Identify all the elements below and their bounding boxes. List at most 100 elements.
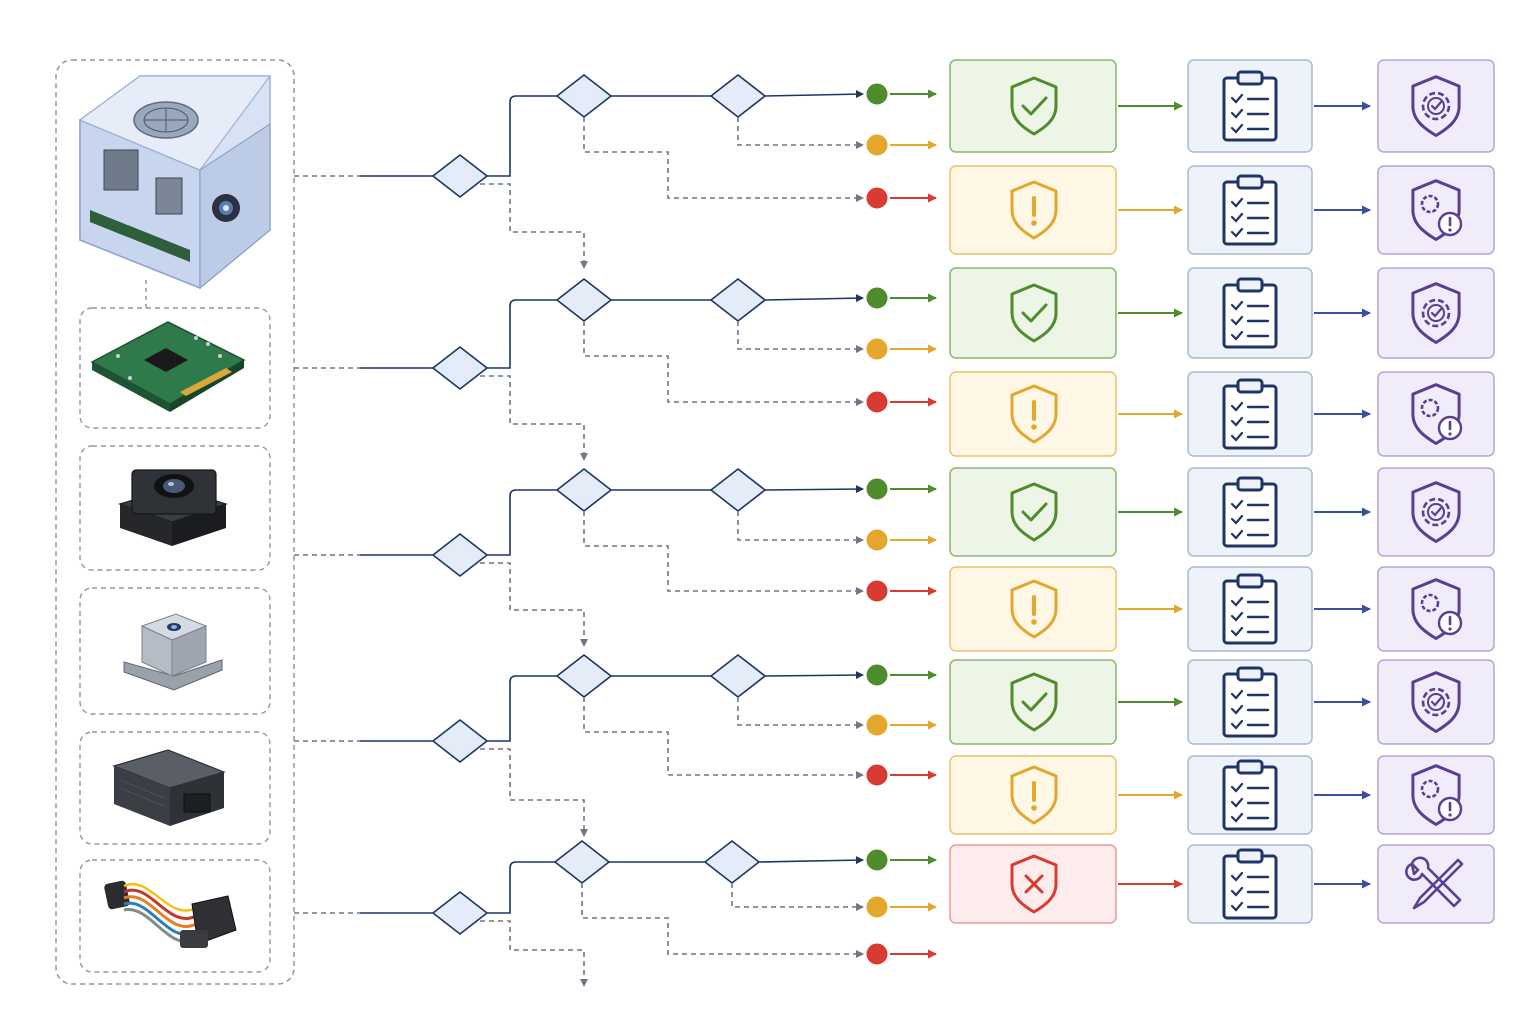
checklist-tick bbox=[1230, 197, 1244, 208]
check-mark bbox=[1021, 692, 1048, 712]
certification-card bbox=[1377, 165, 1495, 255]
gear bbox=[1420, 194, 1440, 214]
clipboard-clip bbox=[1236, 378, 1264, 394]
device-card bbox=[79, 587, 271, 715]
certification-card bbox=[1377, 371, 1495, 457]
shield-outline bbox=[1411, 481, 1461, 543]
shield-gear-check-icon bbox=[1411, 75, 1461, 137]
camera-module-icon bbox=[118, 469, 228, 546]
outcome-card-frame bbox=[949, 59, 1117, 153]
outcome-card-warn bbox=[949, 755, 1117, 835]
report-card bbox=[1187, 59, 1313, 153]
decision-node bbox=[555, 277, 613, 323]
decision-node bbox=[709, 73, 767, 119]
checklist-tick bbox=[1230, 330, 1244, 341]
fallthrough-connector bbox=[480, 748, 588, 837]
clipboard-body bbox=[1222, 76, 1278, 142]
checklist-tick bbox=[1230, 401, 1244, 412]
status-dot-pass bbox=[865, 663, 889, 687]
gear bbox=[1421, 497, 1451, 527]
check-mark bbox=[1430, 506, 1443, 517]
gear bbox=[1420, 779, 1440, 799]
outcome-card-pass bbox=[949, 659, 1117, 745]
checklist-tick bbox=[1230, 416, 1244, 427]
shield-outline bbox=[1010, 765, 1058, 825]
gear bbox=[1420, 398, 1440, 418]
checklist-tick bbox=[1230, 782, 1244, 793]
status-dot-warn bbox=[865, 133, 889, 157]
check-mark bbox=[1021, 303, 1048, 323]
outcome-card-fail bbox=[949, 844, 1117, 924]
shield-outline bbox=[1411, 671, 1461, 733]
outcome-card-frame bbox=[949, 467, 1117, 557]
warn-connector bbox=[737, 697, 864, 729]
check-mark bbox=[1430, 696, 1443, 707]
checklist-tick bbox=[1230, 611, 1244, 622]
status-dot-fail bbox=[865, 942, 889, 966]
clipboard-body bbox=[1222, 579, 1278, 645]
shield-outline bbox=[1010, 283, 1058, 343]
checklist-tick bbox=[1230, 315, 1244, 326]
shield-exclamation-icon bbox=[1010, 180, 1058, 240]
check-mark bbox=[1021, 502, 1048, 522]
clipboard-clip bbox=[1236, 70, 1264, 86]
certification-card bbox=[1377, 659, 1495, 745]
alert-dot bbox=[1448, 432, 1452, 436]
checklist-tick bbox=[1230, 212, 1244, 223]
shield-outline bbox=[1010, 482, 1058, 542]
clipboard-body bbox=[1222, 180, 1278, 246]
clipboard-checklist-icon bbox=[1222, 70, 1278, 142]
alert-dot bbox=[1448, 228, 1452, 232]
x-mark bbox=[1024, 874, 1044, 894]
report-card bbox=[1187, 566, 1313, 652]
shield-exclamation-icon bbox=[1010, 579, 1058, 639]
certification-card bbox=[1377, 59, 1495, 153]
clipboard-clip bbox=[1236, 666, 1264, 682]
shield-check-icon bbox=[1010, 76, 1058, 136]
checklist-tick bbox=[1230, 719, 1244, 730]
status-dot-pass bbox=[865, 286, 889, 310]
status-dot-warn bbox=[865, 337, 889, 361]
clipboard-checklist-icon bbox=[1222, 476, 1278, 548]
exclamation-dot bbox=[1031, 424, 1037, 430]
report-card bbox=[1187, 467, 1313, 557]
clipboard-checklist-icon bbox=[1222, 848, 1278, 920]
decision-node bbox=[555, 73, 613, 119]
fail-connector bbox=[581, 883, 864, 958]
decision-node bbox=[431, 153, 489, 199]
status-dot-warn bbox=[865, 713, 889, 737]
report-card bbox=[1187, 165, 1313, 255]
fallthrough-connector bbox=[480, 562, 588, 647]
clipboard-clip bbox=[1236, 848, 1264, 864]
status-dot-fail bbox=[865, 579, 889, 603]
outcome-card-warn bbox=[949, 566, 1117, 652]
shield-outline bbox=[1411, 282, 1461, 344]
gear-hub bbox=[1427, 304, 1445, 322]
shield-outline bbox=[1010, 672, 1058, 732]
check-mark bbox=[1430, 100, 1443, 111]
warn-connector bbox=[737, 117, 864, 149]
report-card bbox=[1187, 844, 1313, 924]
fallthrough-connector bbox=[480, 375, 588, 461]
clipboard-checklist-icon bbox=[1222, 573, 1278, 645]
shield-gear-check-icon bbox=[1411, 282, 1461, 344]
checklist-tick bbox=[1230, 596, 1244, 607]
shield-check-icon bbox=[1010, 283, 1058, 343]
pass-connector bbox=[764, 294, 864, 303]
check-mark bbox=[1021, 96, 1048, 116]
gear-hub bbox=[1427, 97, 1445, 115]
outcome-card-pass bbox=[949, 59, 1117, 153]
screwdriver bbox=[1412, 858, 1464, 910]
certification-card bbox=[1377, 566, 1495, 652]
shield-gear-alert-icon bbox=[1411, 383, 1463, 445]
certification-card bbox=[1377, 755, 1495, 835]
certification-card bbox=[1377, 467, 1495, 557]
check-mark bbox=[1430, 307, 1443, 318]
status-dot-warn bbox=[865, 528, 889, 552]
decision-node bbox=[555, 653, 613, 699]
shield-outline bbox=[1010, 76, 1058, 136]
transparent-enclosure-icon bbox=[78, 75, 272, 290]
checklist-tick bbox=[1230, 227, 1244, 238]
checklist-tick bbox=[1230, 529, 1244, 540]
status-dot-pass bbox=[865, 848, 889, 872]
